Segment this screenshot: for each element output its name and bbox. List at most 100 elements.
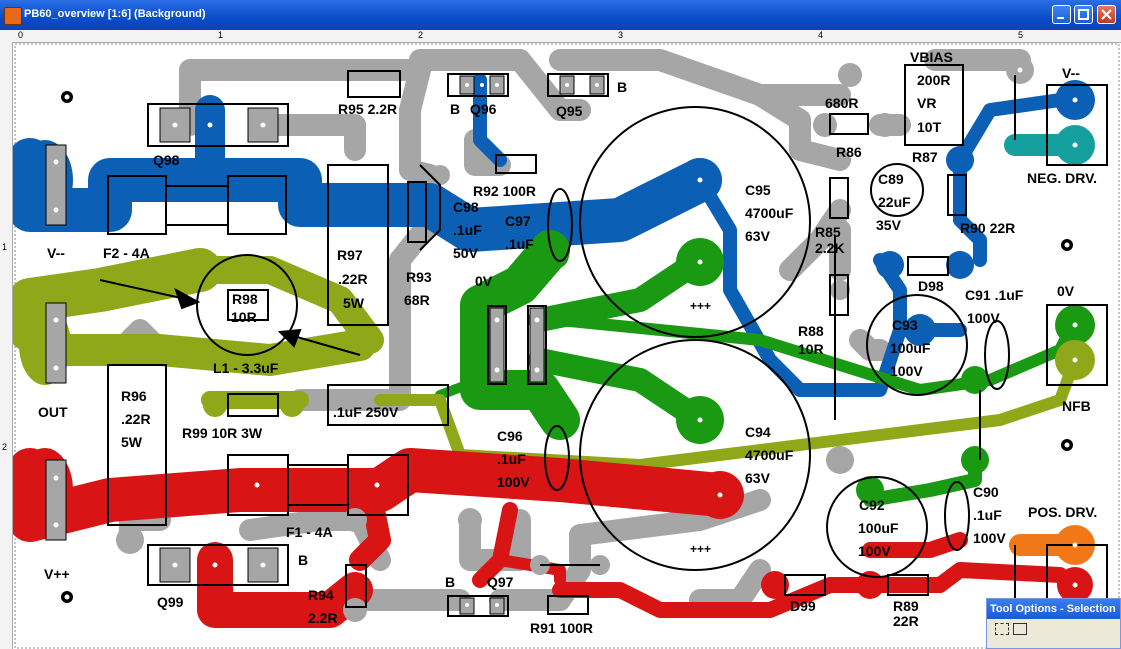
label-v-plus: V++ [44, 566, 70, 582]
label-c90-b: .1uF [973, 507, 1002, 523]
label-b-q95: B [617, 79, 627, 95]
mounting-holes-inner [64, 94, 1070, 600]
label-r97-b: .22R [338, 271, 368, 287]
label-r98-a: R98 [232, 291, 258, 307]
ruler-left-label: 2 [2, 442, 8, 452]
title-bar: PB60_overview [1:6] (Background) [0, 0, 1121, 30]
label-c93-a: C93 [892, 317, 918, 333]
label-vbias: VBIAS [910, 49, 953, 65]
ruler-top-label: 3 [618, 30, 624, 40]
label-r95: R95 2.2R [338, 101, 397, 117]
label-c94-b: 4700uF [745, 447, 794, 463]
label-r94-a: R94 [308, 587, 334, 603]
label-q95: Q95 [556, 103, 583, 119]
label-c97-b: .1uF [505, 236, 534, 252]
label-neg-drv: NEG. DRV. [1027, 170, 1097, 186]
label-plus-top: +++ [690, 299, 711, 313]
ruler-left-label: 1 [2, 242, 8, 252]
label-q97: Q97 [487, 574, 514, 590]
label-r89-b: 22R [893, 613, 919, 629]
green-pads [541, 238, 1095, 504]
label-r96-b: .22R [121, 411, 151, 427]
pad-holes [53, 67, 1078, 607]
label-v-minus-top: V-- [1062, 65, 1080, 81]
label-d99: D99 [790, 598, 816, 614]
minimize-icon [1057, 17, 1064, 19]
label-0v-right: 0V [1057, 283, 1075, 299]
pcb-layout: VBIAS V-- Q98 R95 2.2R B Q96 Q95 B 680R … [13, 43, 1120, 649]
label-c98-c: 50V [453, 245, 479, 261]
teal-traces [1004, 125, 1095, 165]
label-b-q96: B [450, 101, 460, 117]
label-r94-b: 2.2R [308, 610, 338, 626]
tool-options-panel[interactable]: Tool Options - Selection [986, 598, 1121, 649]
label-0v-mid: 0V [475, 273, 493, 289]
label-c-1uf-250: .1uF 250V [333, 404, 399, 420]
label-out: OUT [38, 404, 68, 420]
label-plus-bottom: +++ [690, 542, 711, 556]
label-c89-a: C89 [878, 171, 904, 187]
label-r86: R86 [836, 144, 862, 160]
label-c93-b: 100uF [890, 340, 931, 356]
label-r93-a: R93 [406, 269, 432, 285]
tool-options-title: Tool Options - Selection [987, 599, 1120, 619]
label-r85-b: 2.2K [815, 240, 845, 256]
component-outlines [107, 64, 1108, 617]
label-c94-a: C94 [745, 424, 771, 440]
ruler-top-label: 5 [1018, 30, 1024, 40]
label-c96-b: .1uF [497, 451, 526, 467]
label-10t: 10T [917, 119, 942, 135]
ruler-top-label: 4 [818, 30, 824, 40]
label-c98-b: .1uF [453, 222, 482, 238]
label-c97-a: C97 [505, 213, 531, 229]
ruler-top: 0 1 2 3 4 5 [0, 30, 1121, 43]
maximize-icon [1078, 9, 1089, 20]
pcb-canvas[interactable]: VBIAS V-- Q98 R95 2.2R B Q96 Q95 B 680R … [13, 43, 1121, 649]
label-r93-b: 68R [404, 292, 430, 308]
label-r97-a: R97 [337, 247, 363, 263]
maximize-button[interactable] [1074, 5, 1093, 24]
label-f2: F2 - 4A [103, 245, 150, 261]
label-c92-c: 100V [858, 543, 891, 559]
label-r88-a: R88 [798, 323, 824, 339]
close-icon [1101, 9, 1112, 20]
label-r96-a: R96 [121, 388, 147, 404]
label-f1: F1 - 4A [286, 524, 333, 540]
label-c95-b: 4700uF [745, 205, 794, 221]
label-r88-b: 10R [798, 341, 824, 357]
label-pos-drv: POS. DRV. [1028, 504, 1097, 520]
app-icon[interactable] [4, 7, 22, 25]
close-button[interactable] [1097, 5, 1116, 24]
ruler-top-label: 1 [218, 30, 224, 40]
label-d98: D98 [918, 278, 944, 294]
label-c96-c: 100V [497, 474, 530, 490]
label-c98-a: C98 [453, 199, 479, 215]
label-c95-a: C95 [745, 182, 771, 198]
label-q99: Q99 [157, 594, 184, 610]
label-nfb: NFB [1062, 398, 1091, 414]
label-c90-a: C90 [973, 484, 999, 500]
label-r97-c: 5W [343, 295, 365, 311]
minimize-button[interactable] [1052, 5, 1071, 24]
label-q96: Q96 [470, 101, 497, 117]
label-c92-a: C92 [859, 497, 885, 513]
label-r99: R99 10R 3W [182, 425, 263, 441]
label-c92-b: 100uF [858, 520, 899, 536]
l1-arrows [99, 279, 361, 356]
label-c90-c: 100V [973, 530, 1006, 546]
silkscreen-labels: VBIAS V-- Q98 R95 2.2R B Q96 Q95 B 680R … [38, 49, 1097, 636]
label-r92: R92 100R [473, 183, 536, 199]
square-pads [45, 75, 605, 615]
label-vr: VR [917, 95, 936, 111]
label-680r: 680R [825, 95, 858, 111]
rect-select-icon[interactable] [995, 623, 1009, 635]
label-r91: R91 100R [530, 620, 593, 636]
label-r90: R90 22R [960, 220, 1015, 236]
label-l1: L1 - 3.3uF [213, 360, 279, 376]
ruler-top-label: 2 [418, 30, 424, 40]
label-r96-c: 5W [121, 434, 143, 450]
label-b-q97: B [445, 574, 455, 590]
label-c96-a: C96 [497, 428, 523, 444]
object-select-icon[interactable] [1013, 623, 1027, 635]
label-c93-c: 100V [890, 363, 923, 379]
